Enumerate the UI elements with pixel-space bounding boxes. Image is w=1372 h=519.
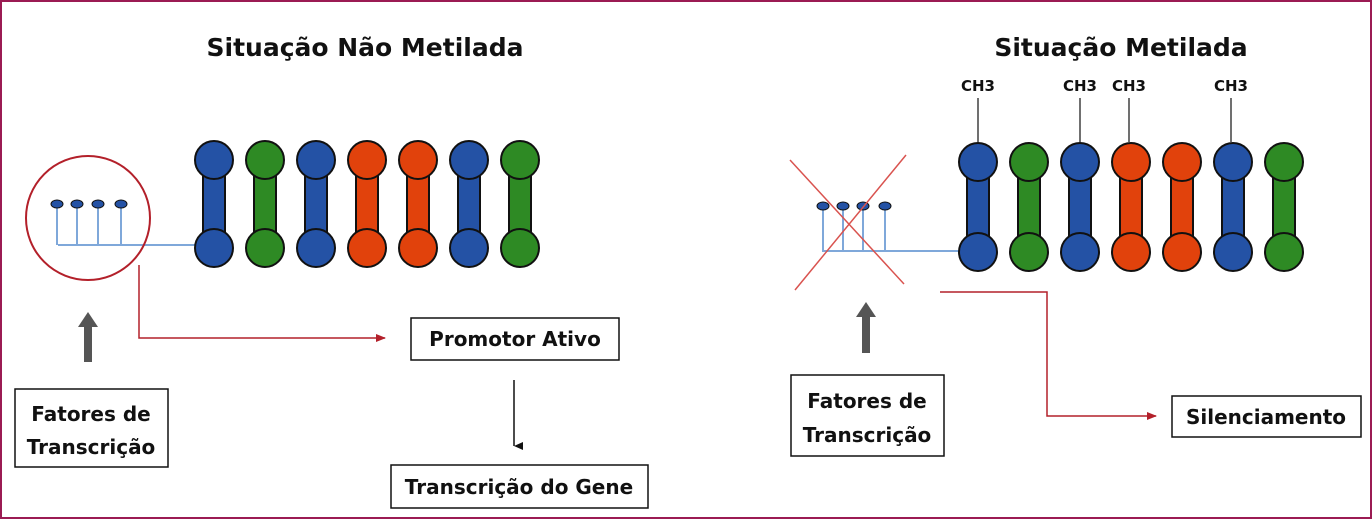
gene-transcription-box: Transcrição do Gene <box>390 464 649 509</box>
promoter-highlight-circle <box>25 155 151 281</box>
dna-pillar-orange <box>1162 142 1202 272</box>
dna-pillar-blue <box>449 140 489 268</box>
silencing-box: Silenciamento <box>1171 395 1362 438</box>
dna-pillar-green <box>1009 142 1049 272</box>
right-promoter <box>816 201 964 252</box>
right-title: Situação Metilada <box>994 33 1247 62</box>
right-dna-pillars <box>958 142 1304 272</box>
left-transcription-factor-arrow <box>78 312 98 362</box>
dna-pillar-orange <box>347 140 387 268</box>
dna-pillar-blue <box>958 142 998 272</box>
dna-pillar-green <box>1264 142 1304 272</box>
right-transcription-factor-arrow <box>856 302 876 353</box>
left-tf-label-line1: Fatores de <box>31 402 150 426</box>
left-promoter <box>50 199 196 246</box>
right-transcription-factors-box: Fatores de Transcrição <box>790 374 945 457</box>
dna-pillar-green <box>245 140 285 268</box>
dna-pillar-blue <box>296 140 336 268</box>
methyl-label: CH3 <box>961 77 995 95</box>
methyl-groups: CH3 CH3 CH3 CH3 <box>961 77 1248 142</box>
left-dna-pillars <box>194 140 540 268</box>
gene-transcription-label: Transcrição do Gene <box>405 475 633 499</box>
blocked-cross-icon <box>789 154 907 291</box>
right-tf-label-line2: Transcrição <box>803 423 932 447</box>
left-title: Situação Não Metilada <box>207 33 524 62</box>
dna-pillar-green <box>500 140 540 268</box>
dna-pillar-orange <box>398 140 438 268</box>
promoter-active-label: Promotor Ativo <box>429 327 601 351</box>
left-transcription-factors-box: Fatores de Transcrição <box>14 388 169 468</box>
right-tf-label-line1: Fatores de <box>807 389 926 413</box>
left-red-arrow <box>138 265 386 342</box>
silencing-label: Silenciamento <box>1186 405 1346 429</box>
right-red-arrow <box>940 291 1157 420</box>
dna-pillar-blue <box>1213 142 1253 272</box>
methyl-label: CH3 <box>1214 77 1248 95</box>
dna-pillar-orange <box>1111 142 1151 272</box>
dna-pillar-blue <box>194 140 234 268</box>
dna-pillar-blue <box>1060 142 1100 272</box>
methyl-label: CH3 <box>1063 77 1097 95</box>
promoter-active-box: Promotor Ativo <box>410 317 620 361</box>
left-tf-label-line2: Transcrição <box>27 435 156 459</box>
methyl-label: CH3 <box>1112 77 1146 95</box>
